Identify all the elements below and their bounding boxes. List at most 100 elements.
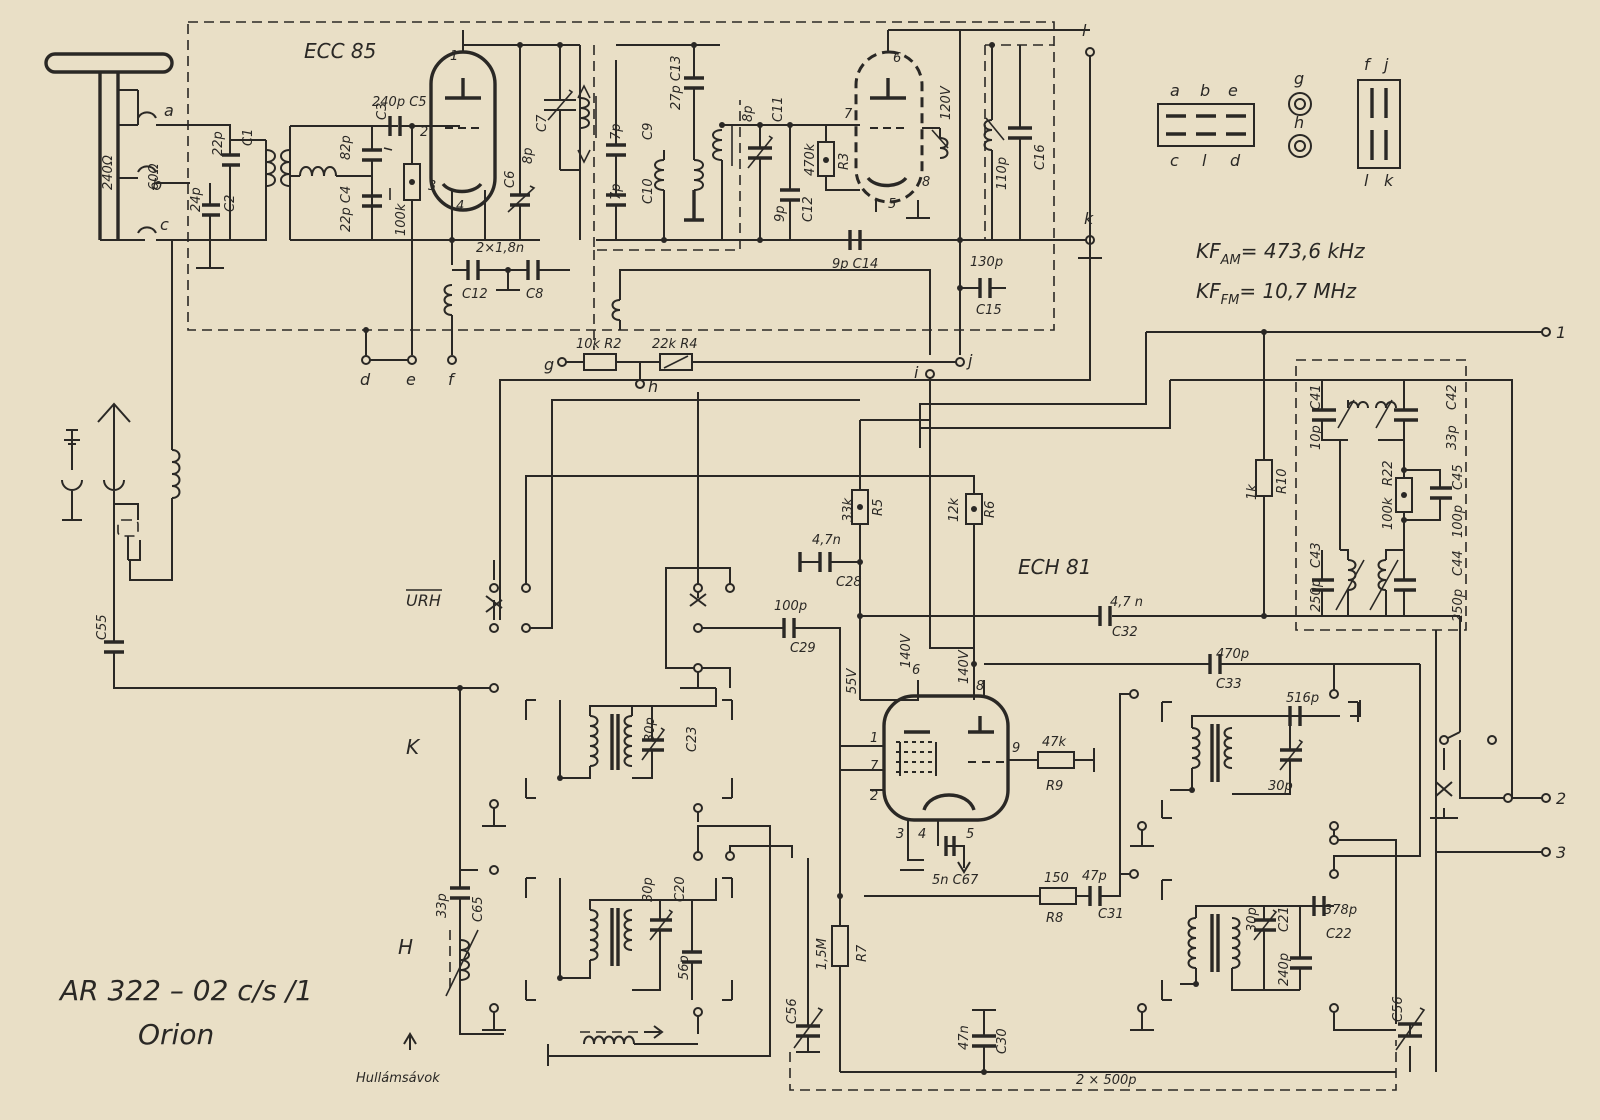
r8-value: 150: [1044, 871, 1069, 886]
c15-value: 130p: [970, 255, 1003, 270]
term-f-label: f: [448, 370, 456, 389]
output-3-label: 3: [1556, 843, 1566, 862]
coil-l3-icon: [693, 159, 704, 191]
brand-name: Orion: [138, 1018, 214, 1051]
c29-value: 100p: [774, 599, 807, 614]
c23-label: C23: [685, 726, 700, 752]
band-switch-contacts: [485, 392, 975, 689]
r10-label: R10: [1275, 468, 1290, 494]
tuner-gang-box: [593, 45, 741, 251]
term-h-label: h: [648, 377, 658, 396]
c30-value: 47n: [957, 1025, 972, 1050]
voltage-140v-b: 140V: [957, 649, 972, 684]
antenna-impedance-240: 240Ω: [101, 155, 116, 190]
c31-value: 47p: [1082, 869, 1107, 884]
c16-label: C16: [1033, 144, 1048, 170]
r3-value: 470k: [803, 143, 818, 176]
voltage-55v: 55V: [845, 667, 860, 694]
socket-c: c: [1170, 151, 1179, 170]
k-transformer-icon: [525, 699, 733, 799]
c45-value: 100p: [1451, 505, 1466, 538]
c65-label: C65: [471, 896, 486, 922]
t2-pin-8: 8: [922, 175, 930, 190]
c67-label: 5n C67: [932, 873, 979, 888]
ech-pin-8: 8: [976, 679, 984, 694]
c28-value: 4,7n: [812, 533, 841, 548]
model-name: AR 322 – 02 c/s /1: [58, 974, 313, 1007]
c44-label: C44: [1451, 550, 1466, 576]
c516-value: 516p: [1286, 691, 1319, 706]
r7-value: 1,5M: [815, 938, 830, 970]
c378-value: 378p: [1324, 903, 1357, 918]
c33-value: 470p: [1216, 647, 1249, 662]
band-k-label: K: [406, 735, 421, 759]
c28-label: C28: [836, 575, 862, 590]
c14-label: 9p C14: [832, 257, 878, 272]
r22-label: R22: [1381, 460, 1396, 486]
r3-label: R3: [837, 153, 852, 170]
term-l-label: l: [1082, 21, 1087, 40]
socket-a: a: [1170, 81, 1180, 100]
band-h-label: H: [398, 935, 413, 959]
r5-value: 33k: [841, 497, 856, 522]
c12-label: C12: [462, 287, 488, 302]
r4-label: 22k R4: [652, 337, 698, 352]
ech-pin-9: 9: [1012, 741, 1020, 756]
ech-pin-2: 2: [870, 789, 878, 804]
socket-l: l: [1202, 151, 1207, 170]
r22-value: 100k: [1381, 497, 1396, 530]
c12b-label: C12: [801, 196, 816, 222]
term-d-label: d: [360, 370, 371, 389]
c41-label: C41: [1309, 384, 1324, 410]
socket-abe-icon: [1157, 103, 1255, 147]
ecc85-triode-1-icon: [429, 50, 497, 212]
socket-l2: l: [1364, 171, 1369, 190]
c20-label: C20: [673, 876, 688, 902]
c9-label: C9: [641, 123, 656, 140]
freq-fm-label: KFFM= 10,7 MHz: [1196, 279, 1357, 308]
osc-transformer-lower-icon: [1161, 879, 1334, 1001]
output-2-label: 2: [1556, 789, 1566, 808]
c8-label: C8: [526, 287, 543, 302]
input-transformer-icon: [265, 126, 291, 240]
socket-k: k: [1384, 171, 1394, 190]
c30p2-value: 30p: [1245, 907, 1260, 932]
c30p-value: 30p: [1268, 779, 1293, 794]
c29-label: C29: [790, 641, 816, 656]
c16-value: 110p: [995, 157, 1010, 190]
c45-label: C45: [1451, 464, 1466, 490]
rf-coil-icon: [299, 166, 337, 177]
c2-label: C2: [223, 195, 238, 212]
r6-label: R6: [983, 501, 998, 518]
terminal-b-label: b: [152, 175, 162, 194]
c240-value: 240p: [1277, 953, 1292, 986]
r9-label: R9: [1046, 779, 1063, 794]
c20-value: 30p: [641, 877, 656, 902]
junction-dots: [363, 42, 1407, 1075]
c3-label: C3: [375, 103, 390, 120]
socket-gh-icon: [1288, 92, 1312, 158]
c7-value: 8p: [521, 147, 536, 164]
if-coil-c16-icon: [983, 117, 1005, 151]
socket-b: b: [1200, 81, 1210, 100]
coil-l2-icon: [654, 159, 665, 191]
t1-pin-1: 1: [450, 49, 458, 64]
c1-value: 22p: [211, 131, 226, 156]
oscillator-coil-icon: [580, 1025, 664, 1045]
terminal-a-label: a: [164, 101, 174, 120]
t2-pin-6: 6: [893, 51, 901, 66]
term-e-label: e: [406, 370, 416, 389]
am-antenna-coil-icon: [171, 449, 181, 499]
r9-value: 47k: [1042, 735, 1067, 750]
socket-f: f: [1364, 55, 1372, 74]
r2-label: 10k R2: [576, 337, 622, 352]
c3-value: 82p: [339, 135, 354, 160]
term-i-label: i: [914, 363, 919, 382]
ech-pin-5: 5: [966, 827, 974, 842]
c31-label: C31: [1098, 907, 1124, 922]
ech-pin-6: 6: [912, 663, 920, 678]
c56b-label: C56: [1391, 996, 1406, 1022]
c9-value: 7p: [609, 123, 624, 140]
socket-g: g: [1294, 69, 1304, 88]
ech81-triode-heptode-icon: [882, 694, 1010, 822]
